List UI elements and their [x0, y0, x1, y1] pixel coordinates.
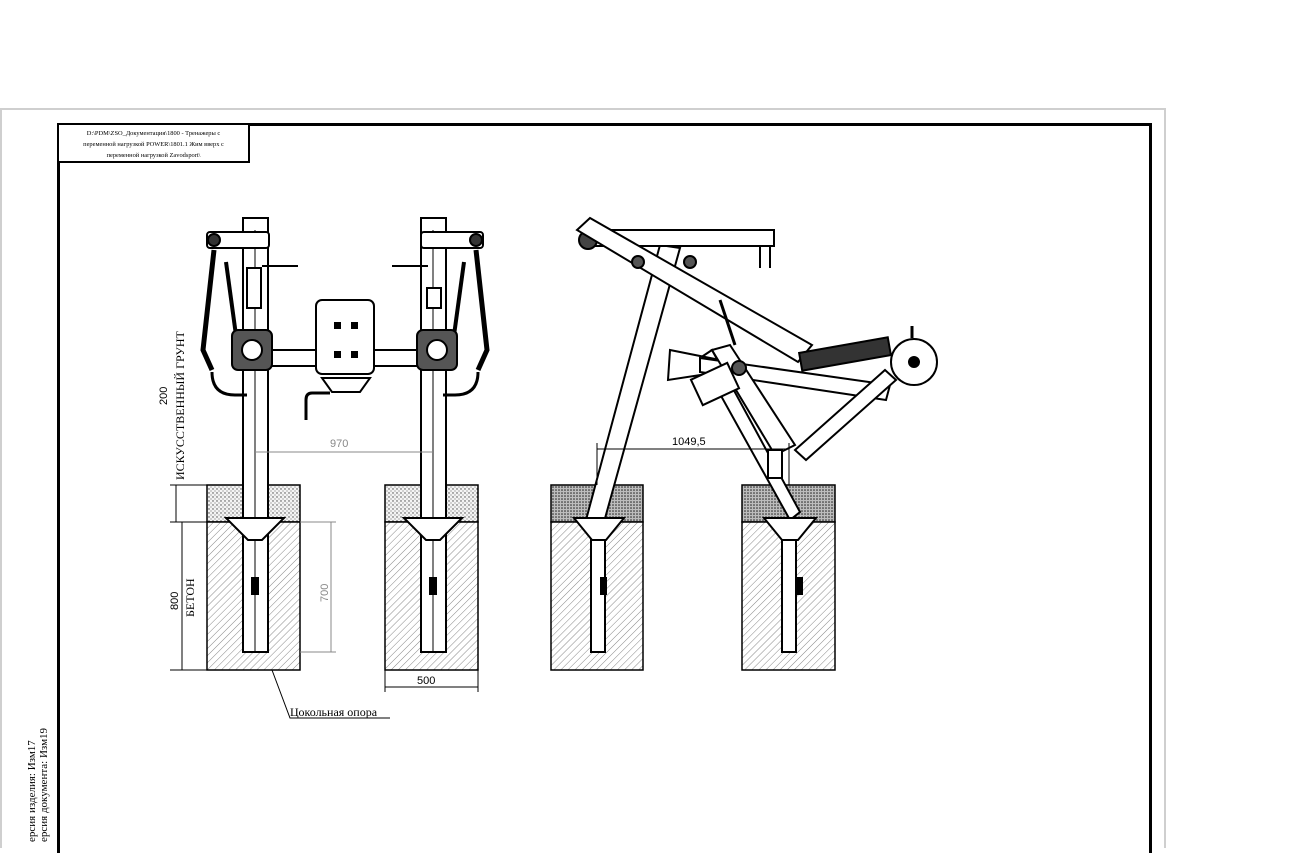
dim-ground-depth: 200 [158, 387, 170, 405]
side-view-machine [571, 216, 938, 653]
dim-front-spacing: 970 [330, 438, 348, 450]
title-line-2: переменной нагрузкой POWER\1801.1 Жим вв… [83, 141, 224, 148]
front-view-machine [200, 217, 490, 653]
dimension-lines [170, 443, 790, 719]
sheet-shadow [0, 108, 1166, 848]
title-block: D:\PDM\ZSO_Документация\1800 - Тренажеры… [57, 123, 250, 163]
dim-embed-depth: 700 [319, 584, 331, 602]
label-concrete: БЕТОН [183, 578, 197, 617]
title-line-3: переменной нагрузкой Zavodsport\ [106, 152, 201, 159]
label-artificial-ground: ИСКУССТВЕННЫЙ ГРУНТ [173, 330, 187, 480]
dim-concrete-depth: 800 [169, 592, 181, 610]
title-line-1: D:\PDM\ZSO_Документация\1800 - Тренажеры… [86, 130, 221, 137]
dim-side-spacing: 1049,5 [672, 436, 706, 448]
label-base-support: Цокольная опора [290, 705, 378, 719]
version-document: ерсия документа: Изм19 [38, 727, 50, 842]
drawing-frame [57, 123, 1152, 853]
version-item: ерсия изделия: Изм17 [26, 740, 38, 842]
side-notes: ерсия изделия: Изм17 ерсия документа: Из… [26, 728, 50, 842]
dim-footing-width: 500 [417, 675, 435, 687]
